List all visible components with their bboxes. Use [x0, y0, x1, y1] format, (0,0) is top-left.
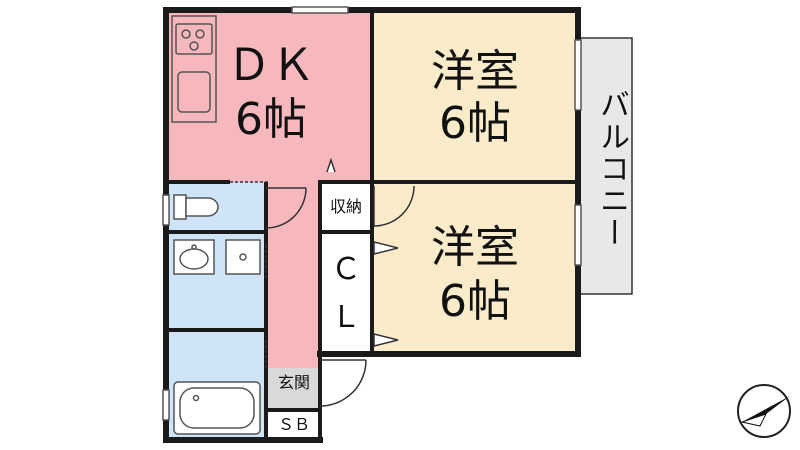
closet-label-l: Ｌ [331, 300, 361, 335]
toilet-fixture [173, 194, 219, 220]
western-room-2-size: 6帖 [439, 276, 511, 327]
kitchen-counter [171, 15, 217, 123]
closet-door-markers [326, 157, 399, 347]
bathtub-fixture [173, 381, 261, 435]
washbasin-fixture [173, 239, 261, 275]
balcony-label: バルコニー [594, 89, 629, 249]
dk-name: ＤＫ [227, 40, 315, 91]
western-room-2-floor [372, 184, 578, 354]
storage-label: 収納 [329, 197, 362, 216]
closet-label-c: Ｃ [331, 252, 361, 287]
hallway-floor [268, 182, 320, 368]
shoe-box-floor [268, 410, 320, 440]
storage-floor [320, 182, 372, 232]
windows [162, 6, 582, 421]
entrance-label: 玄関 [277, 373, 310, 392]
western-room-1-name: 洋室 [431, 46, 519, 97]
dk-size: 6帖 [235, 94, 307, 145]
western-room-1-size: 6帖 [439, 98, 511, 149]
doors [230, 181, 415, 407]
shoe-box-label: ＳＢ [277, 415, 310, 434]
entrance-floor [268, 368, 320, 410]
interior-walls [166, 10, 578, 440]
western-room-2-name: 洋室 [431, 222, 519, 273]
balcony-floor [579, 37, 633, 295]
western-room-1-floor [372, 10, 578, 182]
north-arrow-icon [737, 384, 791, 438]
closet-floor [320, 232, 372, 354]
